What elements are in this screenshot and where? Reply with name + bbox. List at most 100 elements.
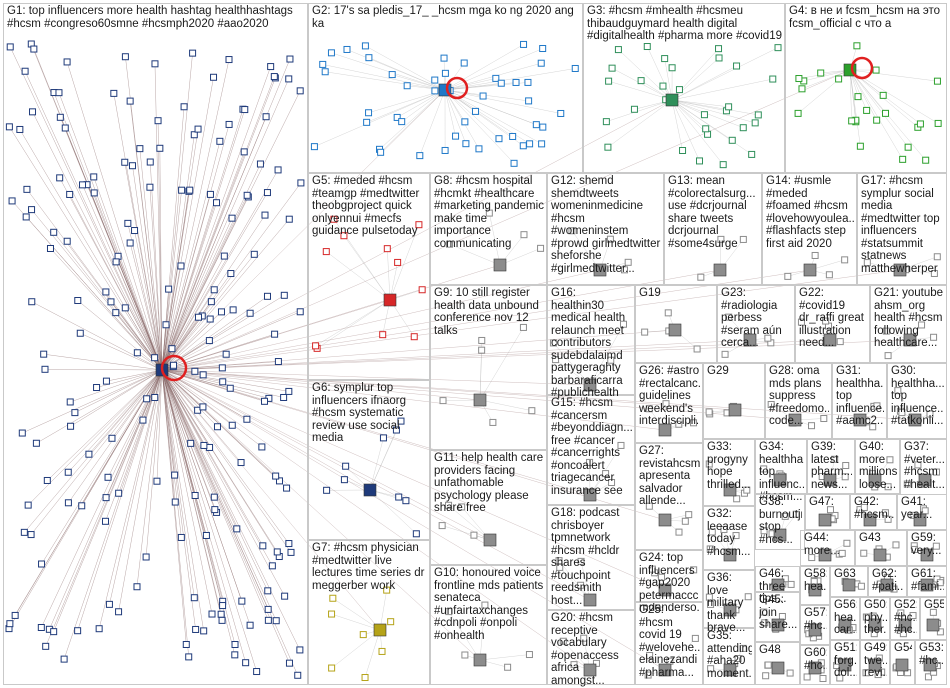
node[interactable] — [46, 244, 54, 252]
node[interactable] — [187, 439, 195, 447]
node[interactable] — [323, 486, 331, 494]
node[interactable] — [760, 527, 768, 535]
group-box-g4[interactable]: G4: в не и fcsm_hcsm на это fcsm_officia… — [785, 3, 947, 173]
node[interactable] — [85, 450, 93, 458]
node[interactable] — [509, 132, 517, 140]
node[interactable] — [675, 420, 683, 428]
node[interactable] — [262, 113, 270, 121]
node[interactable] — [363, 118, 371, 126]
node[interactable] — [74, 627, 82, 635]
node[interactable] — [90, 189, 98, 197]
group-box-g3[interactable]: G3: #hcsm #mhealth #hcsmeu thibaudguymar… — [583, 3, 785, 173]
node[interactable] — [645, 405, 653, 413]
node[interactable] — [296, 646, 304, 654]
node[interactable] — [128, 162, 136, 170]
group-box-g32[interactable]: G32: leeaase today #hcsm... — [703, 506, 755, 570]
node[interactable] — [104, 473, 112, 481]
hub-node[interactable] — [913, 513, 927, 527]
node[interactable] — [462, 140, 470, 148]
node[interactable] — [139, 416, 147, 424]
node[interactable] — [241, 106, 249, 114]
node[interactable] — [808, 554, 816, 562]
node[interactable] — [557, 109, 565, 117]
node[interactable] — [532, 121, 540, 129]
group-box-g41[interactable]: G41: year... — [897, 494, 947, 530]
node[interactable] — [210, 73, 218, 81]
hub-node[interactable] — [373, 623, 387, 637]
hub-node[interactable] — [863, 513, 877, 527]
node[interactable] — [238, 597, 246, 605]
hub-node[interactable] — [743, 333, 757, 347]
node[interactable] — [180, 103, 188, 111]
node[interactable] — [630, 105, 638, 113]
node[interactable] — [37, 624, 45, 632]
node[interactable] — [205, 337, 213, 345]
group-box-g44[interactable]: G44: more... — [800, 530, 855, 566]
group-box-g52[interactable]: G52: #hc... #hc... — [890, 597, 920, 640]
group-box-g36[interactable]: G36: love military thank brave... — [703, 570, 755, 634]
node[interactable] — [643, 43, 651, 51]
node[interactable] — [102, 494, 110, 502]
node[interactable] — [208, 610, 216, 618]
node[interactable] — [213, 423, 221, 431]
node[interactable] — [719, 161, 727, 169]
node[interactable] — [641, 328, 649, 336]
group-box-g20[interactable]: G20: #hcsm receptive vocabulary #openacc… — [547, 610, 635, 687]
node[interactable] — [219, 602, 227, 610]
hub-node[interactable] — [838, 658, 852, 672]
node[interactable] — [231, 651, 239, 659]
node[interactable] — [886, 456, 894, 464]
hub-node[interactable] — [923, 658, 937, 672]
node[interactable] — [681, 517, 689, 525]
node[interactable] — [914, 461, 922, 469]
node[interactable] — [668, 64, 676, 72]
node[interactable] — [568, 227, 576, 235]
group-box-g62[interactable]: G62: #pati... — [868, 566, 907, 597]
node[interactable] — [854, 93, 862, 101]
node[interactable] — [190, 131, 198, 139]
group-box-g40[interactable]: G40: more millions loose... — [855, 439, 900, 494]
node[interactable] — [281, 592, 289, 600]
node[interactable] — [177, 533, 185, 541]
node[interactable] — [725, 103, 733, 111]
node[interactable] — [56, 174, 64, 182]
node[interactable] — [18, 429, 26, 437]
node[interactable] — [879, 91, 887, 99]
node[interactable] — [177, 262, 185, 270]
node[interactable] — [662, 400, 670, 408]
node[interactable] — [112, 309, 120, 317]
node[interactable] — [697, 273, 705, 281]
node[interactable] — [243, 415, 251, 423]
node[interactable] — [873, 402, 881, 410]
node[interactable] — [904, 143, 912, 151]
node[interactable] — [707, 665, 715, 673]
node[interactable] — [862, 669, 870, 677]
node[interactable] — [227, 270, 235, 278]
node[interactable] — [29, 108, 37, 116]
group-box-g23[interactable]: G23: #radiologia perbess #seram aún cerc… — [717, 285, 795, 363]
hub-node[interactable] — [808, 661, 822, 675]
hub-node[interactable] — [713, 263, 727, 277]
hub-node[interactable] — [658, 423, 672, 437]
node[interactable] — [787, 580, 795, 588]
node[interactable] — [258, 443, 266, 451]
node[interactable] — [743, 486, 751, 494]
node[interactable] — [108, 434, 116, 442]
node[interactable] — [658, 573, 666, 581]
node[interactable] — [95, 625, 103, 633]
node[interactable] — [826, 506, 834, 514]
hub-node[interactable] — [773, 473, 787, 487]
node[interactable] — [860, 503, 868, 511]
group-box-g56[interactable]: G56: hea... car... — [830, 597, 860, 640]
node[interactable] — [479, 92, 487, 100]
node[interactable] — [504, 663, 512, 671]
node[interactable] — [233, 525, 241, 533]
node[interactable] — [285, 659, 293, 667]
node[interactable] — [461, 118, 469, 126]
node[interactable] — [728, 136, 736, 144]
hub-node[interactable] — [803, 263, 817, 277]
group-box-g54[interactable]: G54 — [890, 640, 915, 685]
node[interactable] — [211, 506, 219, 514]
node[interactable] — [648, 565, 656, 573]
node[interactable] — [556, 563, 564, 571]
